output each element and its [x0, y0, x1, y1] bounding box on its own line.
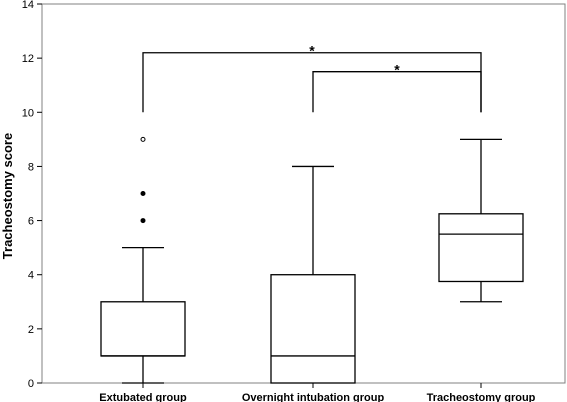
- y-axis-title: Tracheostomy score: [0, 133, 15, 259]
- box-iqr: [270, 274, 356, 384]
- significance-label: *: [309, 43, 315, 59]
- y-tick-label: 12: [22, 53, 34, 65]
- x-category-label: Overnight intubation group: [242, 392, 385, 402]
- y-tick-label: 6: [28, 216, 34, 228]
- box-iqr: [100, 301, 186, 357]
- significance-label: *: [394, 62, 400, 78]
- outlier-point: [140, 191, 146, 196]
- significance-bracket: [142, 52, 482, 113]
- y-tick-label: 0: [28, 378, 34, 390]
- significance-bracket: [312, 71, 482, 113]
- y-tick-label: 2: [28, 324, 34, 336]
- outlier-point: [140, 218, 146, 224]
- x-category-label: Tracheostomy group: [427, 392, 536, 402]
- x-category-label: Extubated group: [99, 392, 187, 402]
- y-tick-label: 8: [28, 161, 34, 173]
- outlier-point: [140, 136, 146, 142]
- y-tick-label: 10: [22, 107, 34, 119]
- y-tick-label: 14: [22, 0, 34, 11]
- plot-frame: [41, 3, 566, 384]
- box-iqr: [438, 213, 524, 283]
- y-tick-label: 4: [28, 270, 34, 282]
